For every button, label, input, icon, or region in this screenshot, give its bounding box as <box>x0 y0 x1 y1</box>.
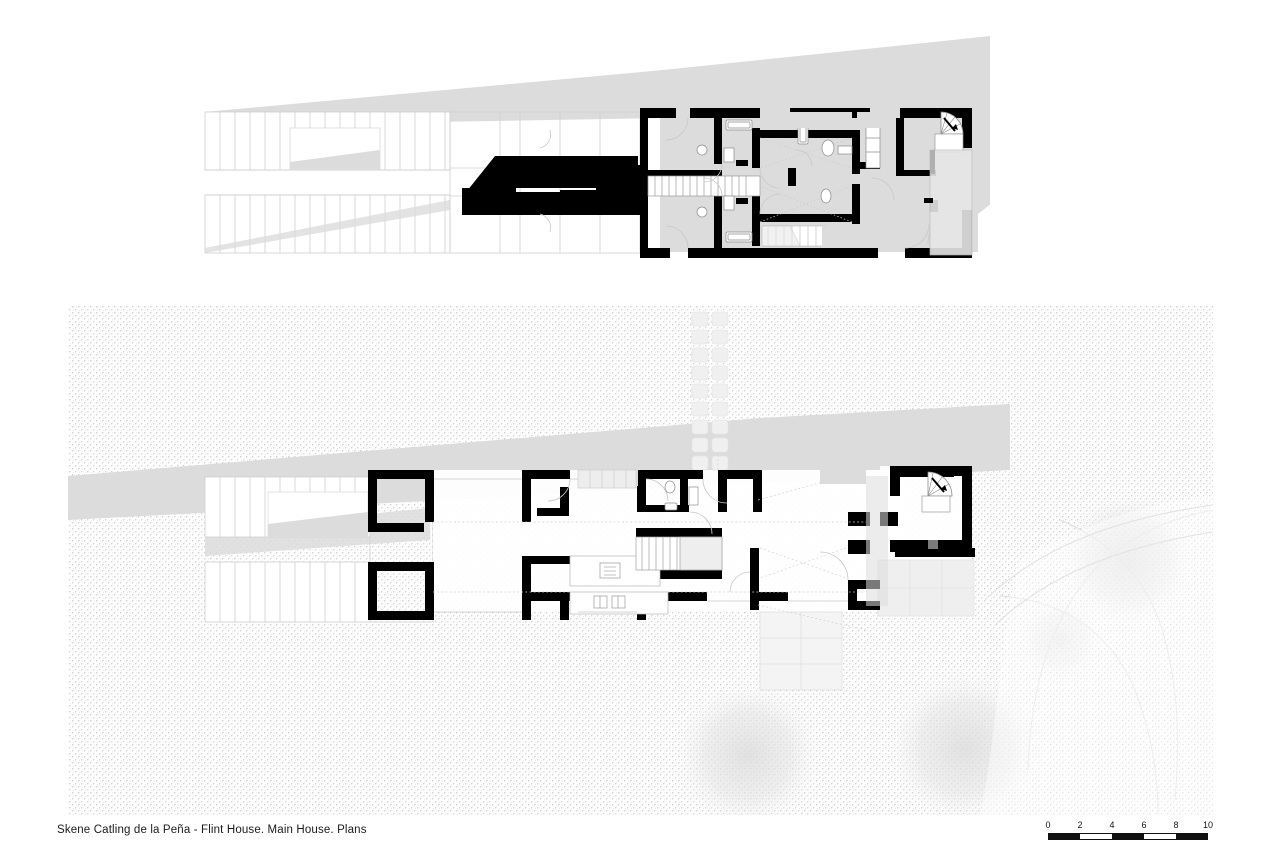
scale-tick-4: 4 <box>1109 820 1115 830</box>
scale-tick-6: 6 <box>1141 820 1147 830</box>
scale-tick-2: 2 <box>1077 820 1083 830</box>
spiral-stair-site <box>921 471 953 513</box>
kitchen-fittings <box>569 555 669 615</box>
scale-tick-8: 8 <box>1173 820 1179 830</box>
upper-threshold-hatch <box>761 225 827 247</box>
landform-bank <box>980 496 1213 815</box>
graphic-scale-bar: 0 2 4 6 8 10 <box>1044 820 1214 846</box>
upper-grey-reveals <box>762 112 895 248</box>
scale-segment-0-2 <box>1048 833 1080 840</box>
scale-tick-10: 10 <box>1202 820 1214 830</box>
left-margin-mask <box>0 0 68 853</box>
terrace-shadow-a <box>290 150 380 170</box>
straight-stair-upper <box>647 175 761 197</box>
wc-fixtures <box>664 480 699 511</box>
terrace-shadow-b <box>205 200 450 253</box>
decking-shadow-site <box>268 512 368 538</box>
ground-structural-walls <box>368 466 975 620</box>
landform-edge <box>984 504 1213 626</box>
paving-terrace <box>759 559 975 691</box>
spiral-stair-upper <box>934 111 964 153</box>
flint-wall-tail <box>596 178 640 215</box>
stepping-stone-path <box>691 311 729 471</box>
scale-segment-4-6 <box>1112 833 1144 840</box>
upper-floor-plan <box>204 36 990 258</box>
hearth-strip <box>900 540 966 549</box>
scale-tick-0: 0 <box>1045 820 1051 830</box>
bathroom-fixtures-upper <box>696 117 881 243</box>
sheet-caption: Skene Catling de la Peña - Flint House. … <box>57 824 367 836</box>
scale-segment-8-10 <box>1176 833 1208 840</box>
right-margin-mask <box>1213 0 1280 853</box>
ground-floor-site-plan <box>68 305 1213 815</box>
flint-wall-poche-main <box>462 156 638 205</box>
landform-contours <box>999 509 1213 815</box>
door-swings-site <box>547 478 849 593</box>
upper-right-terrace <box>924 149 973 256</box>
central-stair <box>635 536 723 571</box>
flint-wall-lower <box>462 192 590 215</box>
site-threshold-hatch <box>577 469 637 489</box>
